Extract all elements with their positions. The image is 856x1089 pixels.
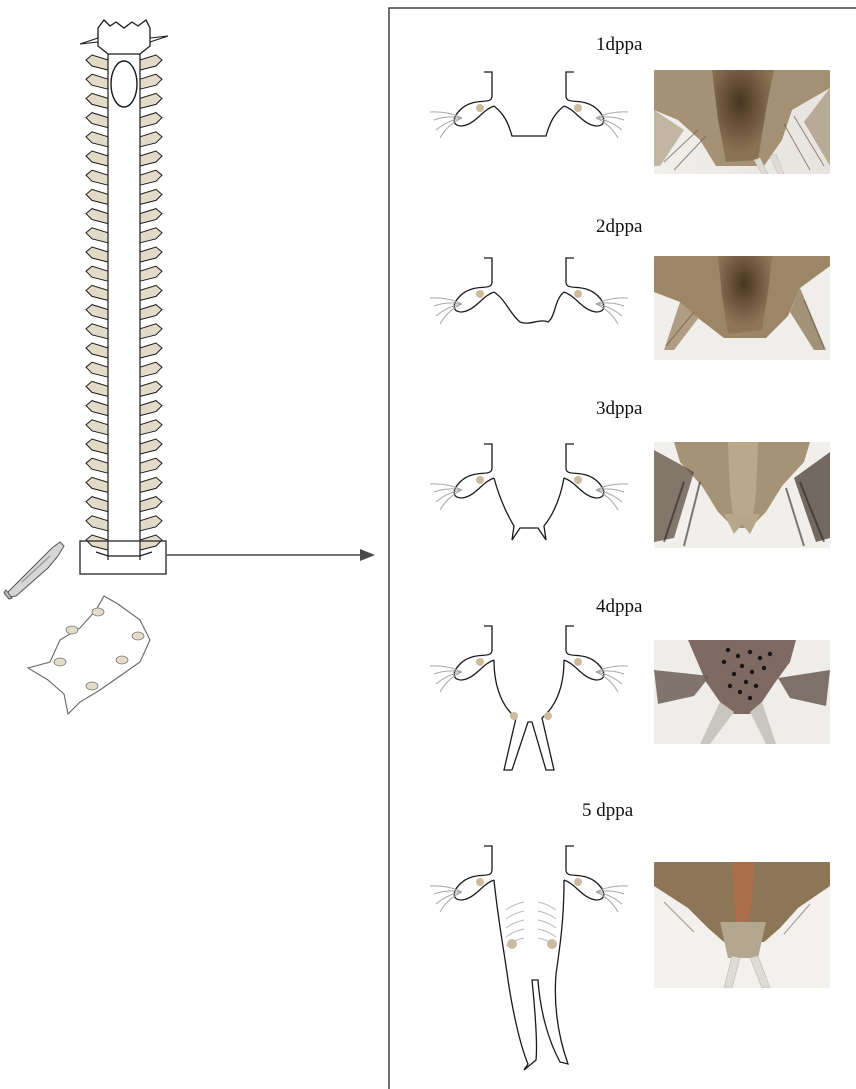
stage-5-spot-right — [547, 939, 557, 949]
left-spot — [476, 290, 484, 298]
left-spot — [476, 476, 484, 484]
pigment-dot — [758, 656, 762, 660]
right-spot — [574, 290, 582, 298]
stage-4-spot-right — [544, 712, 552, 720]
stage-4-photo — [654, 640, 830, 744]
pigment-dot — [740, 664, 744, 668]
stage-1-wound — [494, 106, 564, 136]
segment-line-right — [538, 902, 556, 910]
left-spot — [476, 878, 484, 886]
pigment-dot — [762, 666, 766, 670]
stage-5-sketch — [430, 846, 628, 1070]
stage-3-sketch — [430, 444, 628, 540]
segment-line-left — [506, 920, 524, 928]
left-spot — [476, 658, 484, 666]
pigment-dot — [754, 684, 758, 688]
stage-4-sketch — [430, 626, 628, 770]
segment-line-left — [506, 911, 524, 919]
pigment-dot — [744, 680, 748, 684]
pigment-dot — [722, 660, 726, 664]
segment-line-right — [538, 911, 556, 919]
right-spot — [574, 658, 582, 666]
pigment-dot — [728, 684, 732, 688]
pigment-dot — [736, 654, 740, 658]
segment-line-left — [506, 902, 524, 910]
stage-2-photo — [654, 256, 830, 360]
stage-2-sketch — [430, 258, 628, 324]
pigment-dot — [748, 650, 752, 654]
right-spot — [574, 878, 582, 886]
stage-1-photo — [654, 70, 830, 174]
segment-line-right — [538, 929, 556, 937]
stage-5-regenerate — [494, 880, 568, 1070]
pigment-dot — [768, 652, 772, 656]
right-spot — [574, 476, 582, 484]
left-spot — [476, 104, 484, 112]
stage-3-photo — [654, 442, 830, 548]
stage-2-wound — [494, 292, 564, 323]
pigment-dot — [732, 672, 736, 676]
stage-5-photo — [654, 862, 830, 988]
pigment-dot — [750, 670, 754, 674]
segment-line-left — [506, 929, 524, 937]
pigment-dot — [748, 696, 752, 700]
stage-1-sketch — [430, 72, 628, 138]
pigment-dot — [738, 690, 742, 694]
stage-4-regenerate — [494, 660, 564, 770]
stage-4-spot-left — [510, 712, 518, 720]
segment-line-right — [538, 920, 556, 928]
pigment-dot — [726, 648, 730, 652]
stage-3-blastema — [494, 478, 564, 540]
right-spot — [574, 104, 582, 112]
